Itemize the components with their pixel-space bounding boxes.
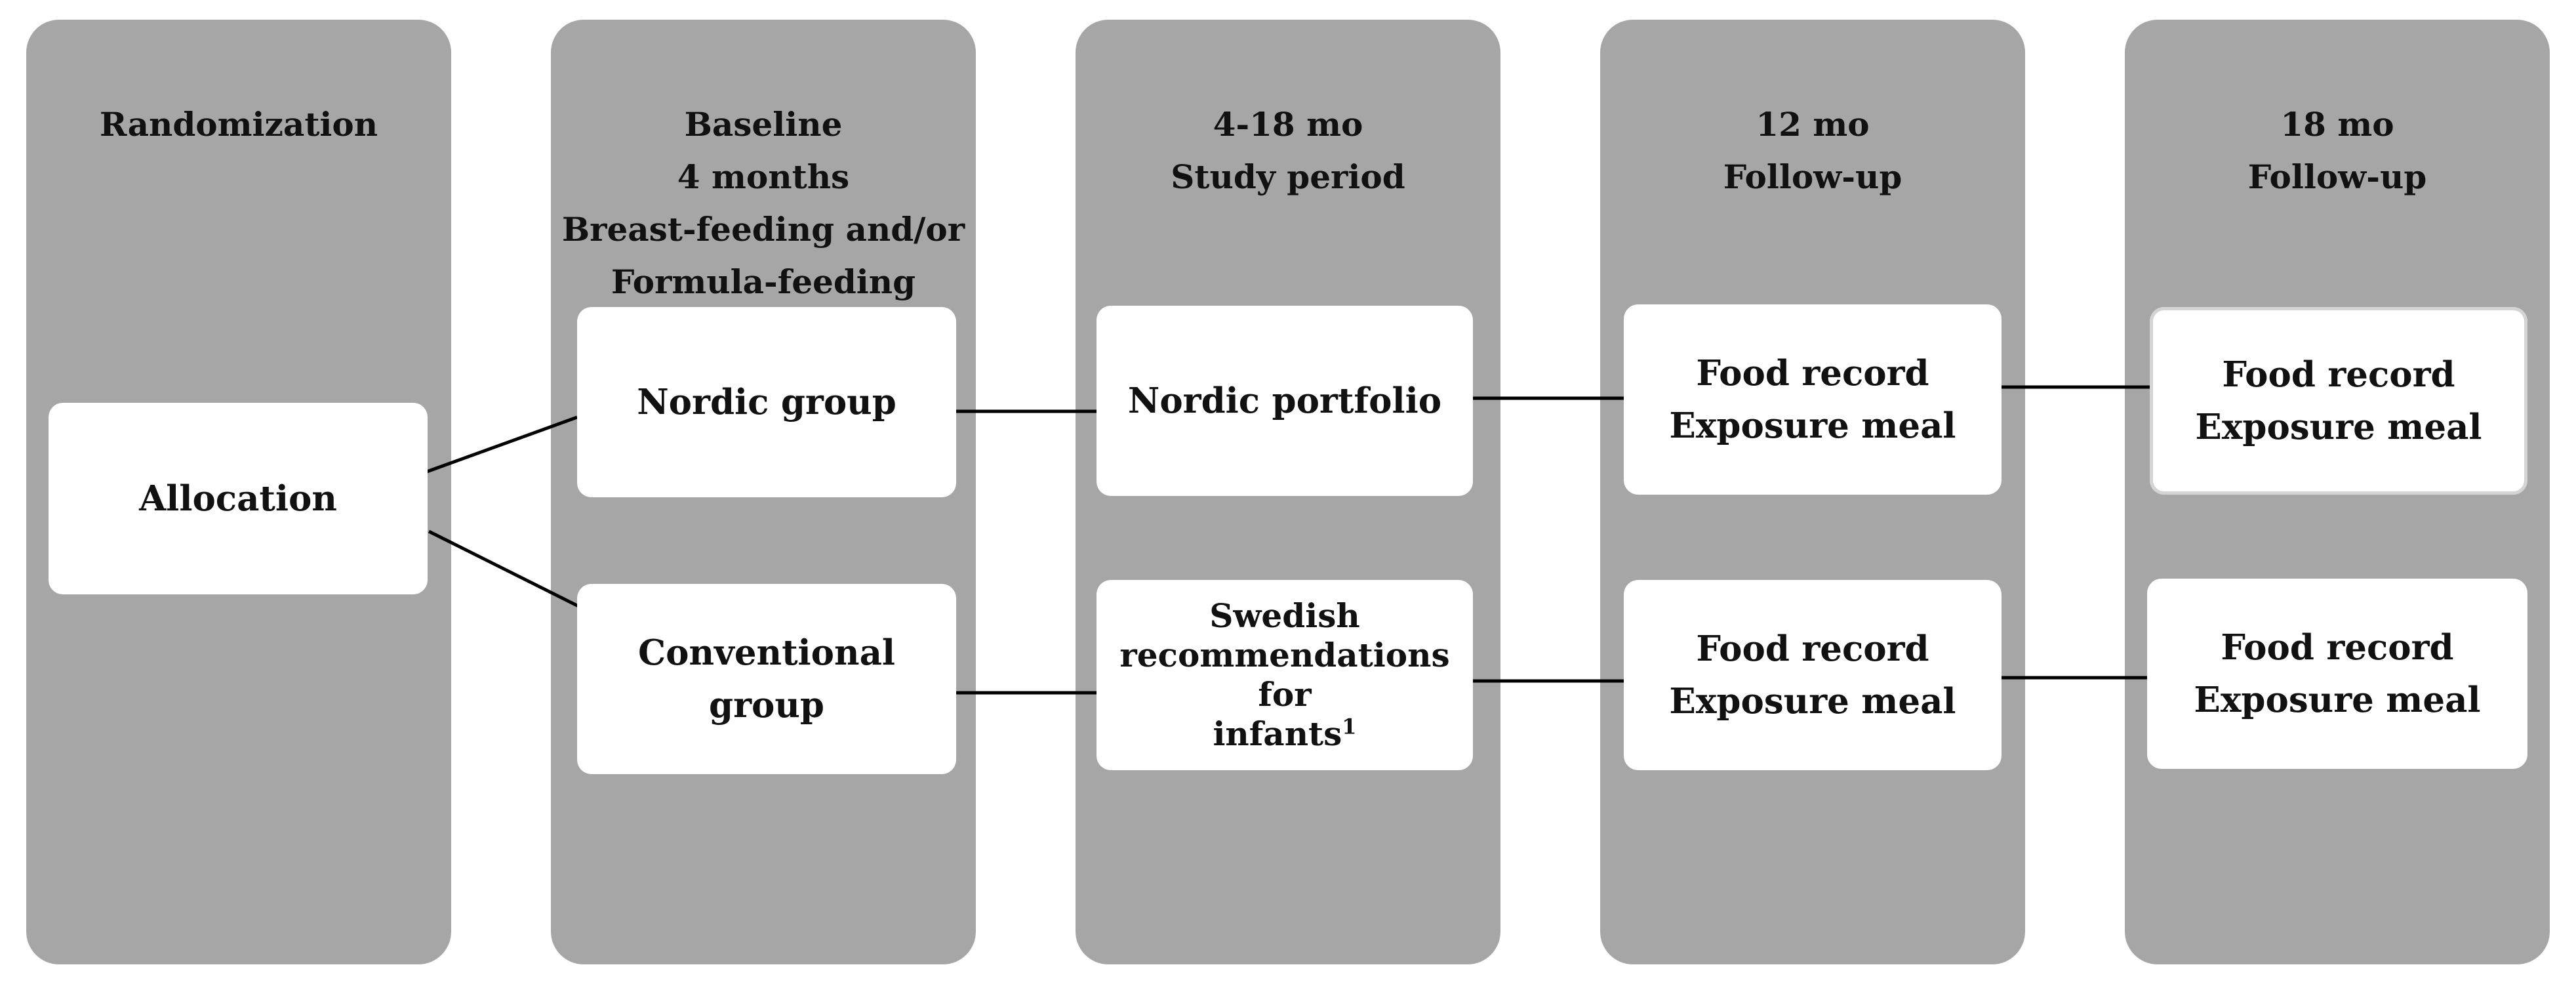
title-line: 4 months	[677, 157, 850, 196]
followup-18mo-top-box: Food record Exposure meal	[2150, 307, 2527, 495]
followup-12mo-bottom-box: Food record Exposure meal	[1624, 580, 2002, 770]
box-label: Food record	[2222, 354, 2455, 395]
column-title: Randomization	[26, 98, 451, 151]
followup-12mo-top-box: Food record Exposure meal	[1624, 304, 2002, 495]
box-label: Swedish	[1209, 596, 1360, 635]
title-line: Randomization	[99, 105, 378, 144]
column-title: Baseline 4 months Breast-feeding and/or …	[551, 98, 976, 308]
box-label: Nordic portfolio	[1127, 381, 1442, 421]
column-title: 18 mo Follow-up	[2125, 98, 2550, 203]
box-label: Conventional group	[637, 632, 896, 726]
title-line: Formula-feeding	[611, 262, 916, 301]
box-label: Exposure meal	[1669, 405, 1956, 446]
nordic-portfolio-box: Nordic portfolio	[1097, 306, 1473, 496]
box-label-last-line: infants1	[1213, 714, 1356, 754]
box-label: Allocation	[139, 478, 337, 519]
box-label: Exposure meal	[1669, 681, 1956, 722]
swedish-recommendations-box: Swedish recommendations for infants1	[1097, 580, 1473, 770]
box-label: recommendations for	[1119, 636, 1450, 714]
box-label: Exposure meal	[2194, 680, 2481, 720]
title-line: 12 mo	[1756, 105, 1870, 144]
box-label: Exposure meal	[2195, 407, 2482, 447]
box-label: Nordic group	[637, 382, 896, 422]
title-line: 4-18 mo	[1213, 105, 1363, 144]
box-label: Food record	[1696, 353, 1929, 394]
footnote-marker: 1	[1342, 714, 1357, 739]
column-title: 12 mo Follow-up	[1600, 98, 2025, 203]
title-line: Follow-up	[1723, 157, 1902, 196]
title-line: Baseline	[684, 105, 843, 144]
title-line: Study period	[1171, 157, 1405, 196]
box-label: Food record	[2221, 627, 2454, 668]
conventional-group-box: Conventional group	[577, 584, 956, 774]
column-title: 4-18 mo Study period	[1076, 98, 1500, 203]
title-line: 18 mo	[2280, 105, 2394, 144]
followup-18mo-bottom-box: Food record Exposure meal	[2147, 579, 2527, 769]
nordic-group-box: Nordic group	[577, 307, 956, 497]
box-label: infants	[1213, 714, 1342, 753]
title-line: Breast-feeding and/or	[561, 210, 965, 249]
box-label: Food record	[1696, 628, 1929, 669]
title-line: Follow-up	[2247, 157, 2427, 196]
allocation-box: Allocation	[49, 403, 428, 594]
